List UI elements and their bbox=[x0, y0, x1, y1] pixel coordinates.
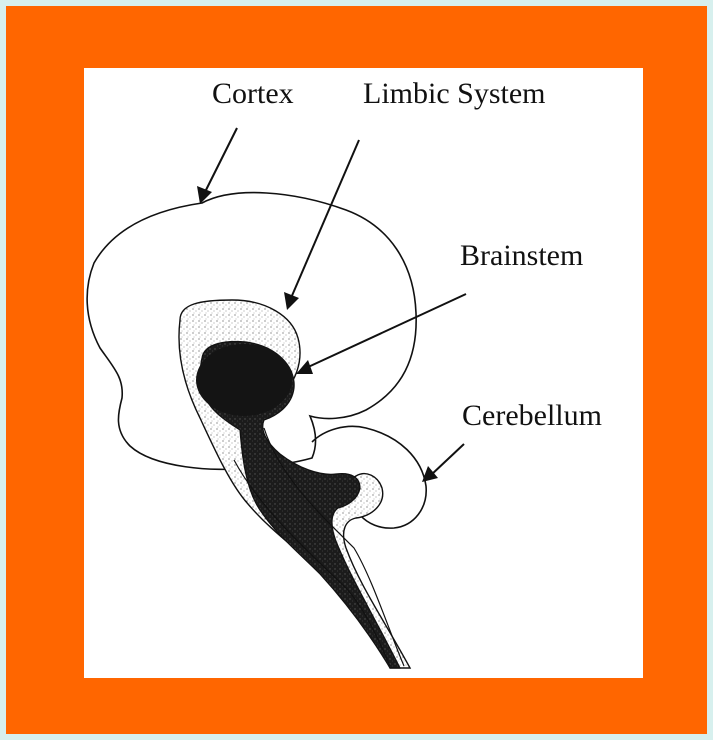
brain-diagram bbox=[84, 68, 643, 678]
diagram-panel: Cortex Limbic System Brainstem Cerebellu… bbox=[84, 68, 643, 678]
label-cerebellum: Cerebellum bbox=[462, 401, 602, 431]
label-limbic-system: Limbic System bbox=[363, 79, 546, 109]
label-cortex: Cortex bbox=[212, 79, 294, 109]
label-brainstem: Brainstem bbox=[460, 241, 583, 271]
brainstem-blob bbox=[196, 344, 292, 416]
